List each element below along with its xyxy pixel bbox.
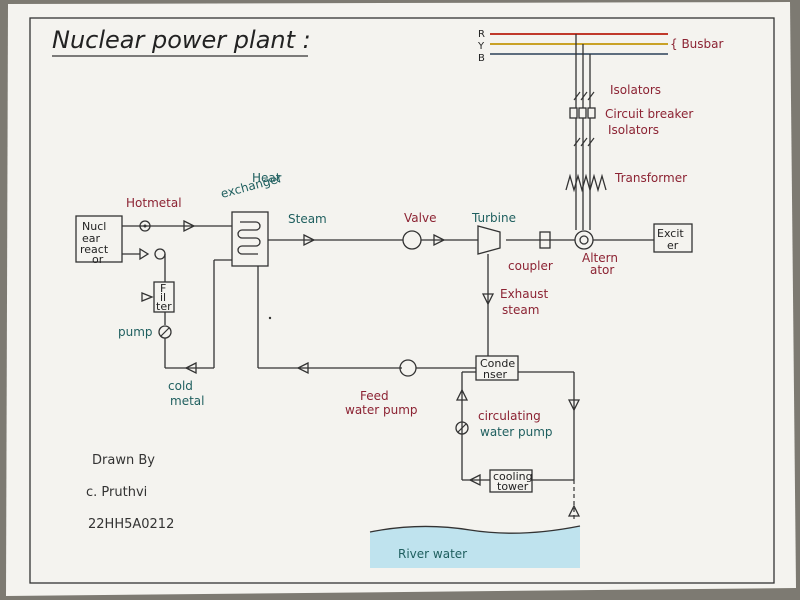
heat-exchanger-coil [237, 221, 261, 255]
alternator-label-1: Altern [582, 251, 618, 265]
circulating-pump-stroke [457, 423, 467, 433]
steam-label: Steam [288, 212, 327, 226]
turbine-label: Turbine [471, 211, 516, 225]
turbine-symbol [477, 225, 501, 255]
cold-metal-label-1: cold [168, 379, 193, 393]
heat-exchanger-label-1: Heat [252, 171, 281, 185]
hot-metal-arrow [183, 219, 196, 233]
cold-metal-return-valve [139, 247, 150, 261]
exciter-label-1: Excit [657, 227, 684, 240]
circulating-pump [455, 421, 469, 435]
valve-label: Valve [404, 211, 436, 225]
cold-metal-arrow [184, 361, 197, 375]
alternator-label-2: ator [590, 263, 614, 277]
paper-sheet [6, 2, 796, 596]
cw-up-arrow [455, 388, 469, 401]
cold-metal-label-2: metal [170, 394, 204, 408]
coupler-box [539, 231, 551, 249]
isolators-top-label: Isolators [610, 83, 661, 97]
circ-pump-label-1: circulating [478, 409, 541, 423]
exhaust-steam-arrow [481, 293, 495, 306]
busbar-label: { Busbar [670, 37, 724, 51]
filter-input-arrow [141, 292, 154, 302]
hot-metal-label: Hotmetal [126, 196, 182, 210]
coupler-label: coupler [508, 259, 553, 273]
cooling-tower-box [489, 469, 533, 493]
river-water-body [370, 526, 580, 568]
reactor-label-4: or [92, 253, 104, 266]
reactor-label-1: Nucl [82, 220, 106, 233]
cooling-tower-label-2: tower [497, 480, 529, 493]
reactor-label-3: react [80, 243, 109, 256]
valve-arrow [433, 233, 446, 247]
exhaust-steam-label-2: steam [502, 303, 539, 317]
drawing-border [29, 17, 775, 584]
filter-label-1: F [160, 282, 166, 295]
reactor-label-2: ear [82, 232, 101, 245]
filter-label-3: ter [156, 300, 172, 313]
phase-lines [575, 34, 591, 230]
cooling-tower-arrow [468, 473, 481, 487]
coolant-pump-stroke [160, 327, 170, 337]
condenser-label-2: nser [483, 368, 507, 381]
river-water-label: River water [398, 547, 467, 561]
circ-pump-label-2: water pump [480, 425, 553, 439]
isolators-bottom-label: Isolators [608, 123, 659, 137]
circuit-breaker-label: Circuit breaker [605, 107, 693, 121]
author-roll-no: 22HH5A0212 [88, 517, 174, 532]
diagram-title: Nuclear power plant : [52, 26, 311, 54]
condenser-box [475, 355, 519, 381]
river-water-surface [369, 525, 581, 534]
cw-down-arrow [567, 399, 581, 412]
pencil-dot [268, 316, 272, 320]
filter-label-2: il [160, 291, 166, 304]
isolators-top [573, 91, 595, 101]
isolators-bottom [573, 137, 595, 147]
drawn-by-label: Drawn By [92, 453, 155, 468]
bus-b-label: B [478, 53, 485, 64]
river-intake-arrow [567, 504, 581, 517]
transformer-label: Transformer [614, 171, 687, 185]
busbar-group: R Y B { Busbar [477, 29, 724, 64]
reactor-box [75, 215, 123, 263]
cooling-tower-label-1: cooling [493, 470, 533, 483]
alternator-inner [579, 235, 589, 245]
exhaust-steam-label-1: Exhaust [500, 287, 549, 301]
feed-pump-label-1: Feed [360, 389, 389, 403]
feed-water-arrow [296, 361, 309, 375]
circuit-breaker-boxes [569, 107, 596, 119]
bus-r-label: R [478, 29, 485, 40]
author-name: c. Pruthvi [86, 485, 147, 500]
exciter-label-2: er [667, 239, 679, 252]
coolant-pump-label: pump [118, 325, 153, 339]
heat-exchanger-box [231, 211, 269, 267]
filter-box [153, 281, 175, 313]
condenser-label-1: Conde [480, 357, 515, 370]
transformer-symbol [565, 173, 607, 193]
bus-y-label: Y [477, 41, 485, 52]
steam-arrow [303, 233, 316, 247]
feed-pump-label-2: water pump [345, 403, 418, 417]
exciter-box [653, 223, 693, 253]
